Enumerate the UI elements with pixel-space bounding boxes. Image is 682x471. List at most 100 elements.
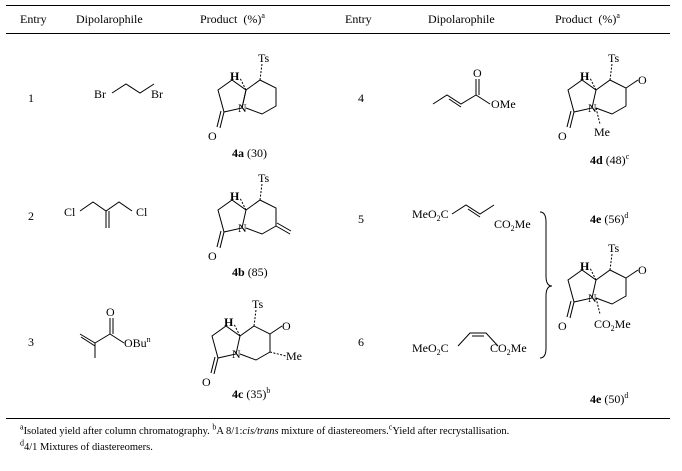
product-label-4e-56: 4e (56)d — [590, 212, 628, 227]
co2me-6-me: Me — [511, 341, 527, 355]
ts-label-4e: Ts — [608, 241, 619, 255]
meo2c-5-c: C — [441, 207, 449, 221]
ome-label: OMe — [491, 97, 516, 111]
ketone-o-label-4d: O — [638, 73, 647, 87]
br-label-right: Br — [151, 87, 163, 101]
ts-label-4d: Ts — [608, 51, 619, 65]
o-label-4b: O — [208, 249, 217, 263]
yield-4b: (85) — [247, 265, 268, 279]
meo2c-label-6: MeO2C — [412, 341, 449, 357]
co2me-4e-me: Me — [615, 317, 631, 331]
ketone-o-label-4e: O — [638, 263, 647, 277]
yield-4c: (35) — [246, 387, 267, 401]
product-4d-structure: H Ts N O O Me — [558, 51, 647, 143]
product-label-4a: 4a (30) — [232, 146, 267, 161]
footnote-line-2: d4/1 Mixtures of diastereomers. — [20, 438, 153, 455]
yield-4e-56-sup: d — [624, 211, 629, 220]
n-label-4c: N — [232, 347, 241, 361]
compound-id-4c: 4c — [232, 387, 244, 401]
obu-text: OBu — [124, 336, 147, 350]
h-label-4d: H — [580, 69, 590, 83]
dipolarophile-dichloromethylpropene: Cl Cl — [64, 201, 148, 228]
entry-5: 5 — [358, 212, 364, 226]
o-label-4d: O — [558, 129, 567, 143]
footnote-c: Yield after recrystallisation. — [392, 426, 510, 437]
cl-label-right: Cl — [136, 205, 148, 219]
co2me-5-sub: 2 — [511, 224, 515, 233]
header-product: Product (%)a — [200, 12, 265, 27]
ts-label-4a: Ts — [258, 51, 269, 65]
o-label-ester-4: O — [473, 66, 482, 80]
header-product-right: Product (%)a — [555, 12, 620, 27]
header-product-right-label: Product — [555, 12, 593, 26]
yield-4d: (48) — [605, 153, 626, 167]
footnote-b-marker: b — [212, 422, 217, 432]
h-label-4e: H — [580, 259, 590, 273]
dipolarophile-butyl-methacrylate: O OBun — [79, 305, 151, 358]
co2me-6-a: CO — [490, 341, 507, 355]
top-rule — [6, 5, 670, 6]
ts-label-4c: Ts — [252, 297, 263, 311]
product-4b-structure: H Ts N O — [208, 171, 292, 263]
n-label-4b: N — [238, 221, 247, 235]
co2me-5-a: CO — [494, 217, 511, 231]
entry-1: 1 — [28, 91, 34, 105]
product-4e-structure: H Ts N O O CO2Me — [558, 241, 647, 333]
meo2c-6-sub: 2 — [437, 348, 441, 357]
product-4c-structure: H Ts N O O Me — [202, 297, 302, 389]
footnote-b-pre: A 8/1: — [216, 426, 243, 437]
o-label-4a: O — [208, 129, 217, 143]
obu-label: OBun — [124, 335, 151, 350]
h-label-4c: H — [224, 315, 234, 329]
footnote-d: 4/1 Mixtures of diastereomers. — [24, 442, 153, 453]
brace — [539, 211, 553, 359]
entry-2: 2 — [28, 209, 34, 223]
dipolarophile-dimethyl-fumarate: MeO2C CO2Me — [412, 204, 531, 233]
o-label-4e: O — [558, 319, 567, 333]
product-label-4c: 4c (35)b — [232, 387, 270, 402]
product-label-4b: 4b (85) — [232, 265, 268, 280]
co2me-label-6: CO2Me — [490, 341, 527, 357]
header-product-right-pct: (%) — [598, 12, 617, 26]
footnote-d-marker: d — [20, 438, 24, 448]
product-label-4e-50: 4e (50)d — [590, 392, 628, 407]
obu-sup: n — [147, 335, 151, 344]
footnote-line-1: aIsolated yield after column chromatogra… — [20, 422, 510, 439]
bottom-rule — [6, 418, 670, 419]
n-label-4d: N — [588, 101, 597, 115]
co2me-label-4e: CO2Me — [594, 317, 631, 333]
o-label-4c: O — [202, 375, 211, 389]
co2me-4e-a: CO — [594, 317, 611, 331]
co2me-label-5: CO2Me — [494, 217, 531, 233]
yield-4a: (30) — [247, 146, 267, 160]
footnote-a: Isolated yield after column chromatograp… — [23, 426, 210, 437]
product-label-4d: 4d (48)c — [590, 153, 629, 168]
compound-id-4e-entry5: 4e — [590, 212, 602, 226]
header-dipolarophile-right: Dipolarophile — [428, 12, 495, 26]
yield-4c-sup: b — [266, 386, 271, 395]
h-label-4b: H — [230, 189, 240, 203]
header-product-right-sup: a — [616, 11, 620, 20]
footnote-a-marker: a — [20, 422, 24, 432]
n-label-4a: N — [238, 101, 247, 115]
ts-label-4b: Ts — [258, 171, 269, 185]
co2me-4e-sub: 2 — [611, 324, 615, 333]
compound-id-4e-entry6: 4e — [590, 392, 602, 406]
footnote-b-italic: cis/trans — [242, 426, 279, 437]
header-product-sup: a — [261, 11, 265, 20]
ketone-o-label-4c: O — [282, 319, 291, 333]
h-label-4a: H — [230, 69, 240, 83]
me-label-4c: Me — [286, 349, 302, 363]
footnote-c-marker: c — [388, 422, 393, 432]
meo2c-6-c: C — [441, 341, 449, 355]
entry-4: 4 — [358, 91, 364, 105]
compound-id-4b: 4b — [232, 265, 245, 279]
cl-label-left: Cl — [64, 205, 76, 219]
footnote-b-post: mixture of diastereomers. — [278, 426, 389, 437]
dipolarophile-methyl-crotonate: O OMe — [432, 66, 516, 111]
yield-4e-50-sup: d — [624, 391, 629, 400]
meo2c-5-sub: 2 — [437, 214, 441, 223]
yield-4d-sup: c — [625, 152, 630, 161]
yield-4e-56: (56) — [604, 212, 625, 226]
